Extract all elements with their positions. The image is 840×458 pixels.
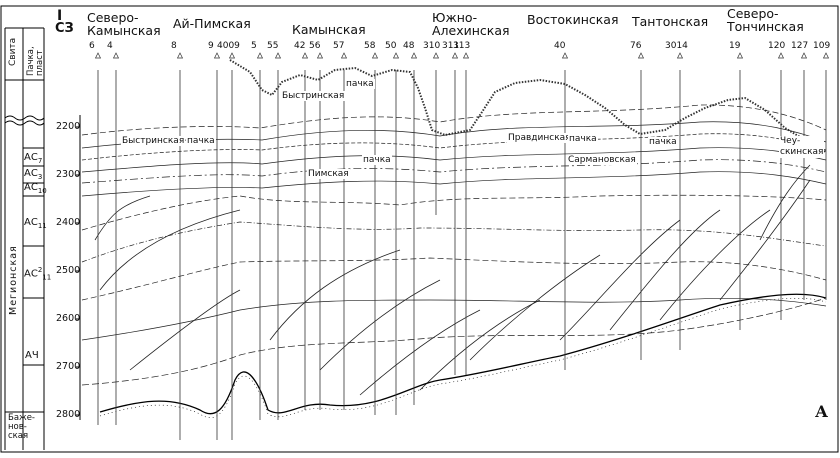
well-number: 4 (107, 41, 113, 51)
area-label: Тантонская (632, 14, 709, 29)
well-symbol (256, 52, 264, 59)
depth-label: 2300 (56, 169, 81, 180)
depth-label: 2500 (56, 265, 81, 276)
well-number: 42 (294, 41, 306, 51)
well-number: 109 (813, 41, 831, 51)
well-number: 120 (768, 41, 786, 51)
well-symbol (340, 52, 348, 59)
depth-label: 2200 (56, 121, 81, 132)
well-symbol (451, 52, 459, 59)
well-number: 310 (423, 41, 441, 51)
layer-label: АЧ (25, 350, 39, 361)
well-number: 56 (309, 41, 321, 51)
area-label: Востокинская (527, 12, 619, 27)
well-number: 76 (630, 41, 642, 51)
well-number: 58 (364, 41, 376, 51)
well-number: 9 (208, 41, 214, 51)
layer-label: АС11 (24, 217, 47, 230)
well-number: 40 (554, 41, 566, 51)
direction-label: СЗ (55, 21, 74, 36)
area-label: Южно- Алехинская (432, 10, 510, 38)
well-sticks (94, 52, 830, 440)
layer-label: АС3 (24, 168, 43, 181)
depth-axis (76, 115, 81, 420)
area-label: Камынская (292, 22, 366, 37)
layer-label: АС7 (24, 152, 43, 165)
pachka-label: Пимская (307, 169, 350, 179)
layer-label: АС211 (24, 266, 52, 282)
area-label: Северо- Камынская (87, 10, 161, 38)
outer-frame (0, 5, 839, 453)
well-symbol (462, 52, 470, 59)
well-symbol (94, 52, 102, 59)
well-number: 311 (442, 41, 460, 51)
well-symbol (561, 52, 569, 59)
well-symbol (676, 52, 684, 59)
well-symbol (176, 52, 184, 59)
pachka-label: Быстринская (121, 136, 186, 146)
well-symbol (800, 52, 808, 59)
bazhenov-formation-label: Баже- нов- ская (8, 413, 35, 441)
pachka-label: Правдинская (507, 133, 572, 143)
well-symbol (371, 52, 379, 59)
stratigraphic-column (4, 27, 45, 450)
svita-header: Свита (8, 37, 18, 66)
well-symbol (301, 52, 309, 59)
well-symbol (777, 52, 785, 59)
pachka-label: Чеу- скинская (779, 136, 825, 158)
pachka-label: пачка (362, 155, 392, 165)
depth-label: 2400 (56, 217, 81, 228)
pachka-label: Быстринская (281, 91, 346, 101)
well-symbol (213, 52, 221, 59)
well-number: 19 (729, 41, 741, 51)
well-symbol (274, 52, 282, 59)
depth-label: 2800 (56, 409, 81, 420)
well-number: 50 (385, 41, 397, 51)
area-label: Северо- Тончинская (727, 6, 804, 34)
well-symbol (432, 52, 440, 59)
megion-formation-label: Мегионская (8, 245, 19, 315)
bottom-boundary (99, 293, 827, 415)
well-symbol (112, 52, 120, 59)
well-number: 127 (791, 41, 809, 51)
pachka-label: пачка (186, 136, 216, 146)
pachka-label: пачка (345, 79, 375, 89)
well-number: 57 (333, 41, 345, 51)
well-number: 55 (267, 41, 279, 51)
area-label: Ай-Пимская (173, 16, 251, 31)
well-number: 48 (403, 41, 415, 51)
depth-label: 2600 (56, 313, 81, 324)
figure-letter: А (815, 402, 829, 421)
pachka-label: пачка (648, 137, 678, 147)
well-number: 5 (251, 41, 257, 51)
well-symbol (410, 52, 418, 59)
well-number: 8 (171, 41, 177, 51)
well-symbol (637, 52, 645, 59)
layer-label: АС10 (24, 182, 47, 195)
well-number: 6 (89, 41, 95, 51)
bottom-hatch (99, 297, 827, 419)
well-number: 4009 (217, 41, 240, 51)
pachka-header: Пачка, пласт (26, 46, 45, 76)
section-roman-numeral: I (57, 8, 63, 24)
horizons (81, 104, 827, 386)
well-symbol (822, 52, 830, 59)
depth-label: 2700 (56, 361, 81, 372)
well-symbol (228, 52, 236, 59)
well-symbol (392, 52, 400, 59)
well-symbol (736, 52, 744, 59)
well-number: 3014 (665, 41, 688, 51)
pachka-label: Сармановская (567, 155, 637, 165)
well-symbol (316, 52, 324, 59)
pachka-label: пачка (568, 134, 598, 144)
well-number: 313 (453, 41, 471, 51)
clinoforms (94, 164, 811, 396)
